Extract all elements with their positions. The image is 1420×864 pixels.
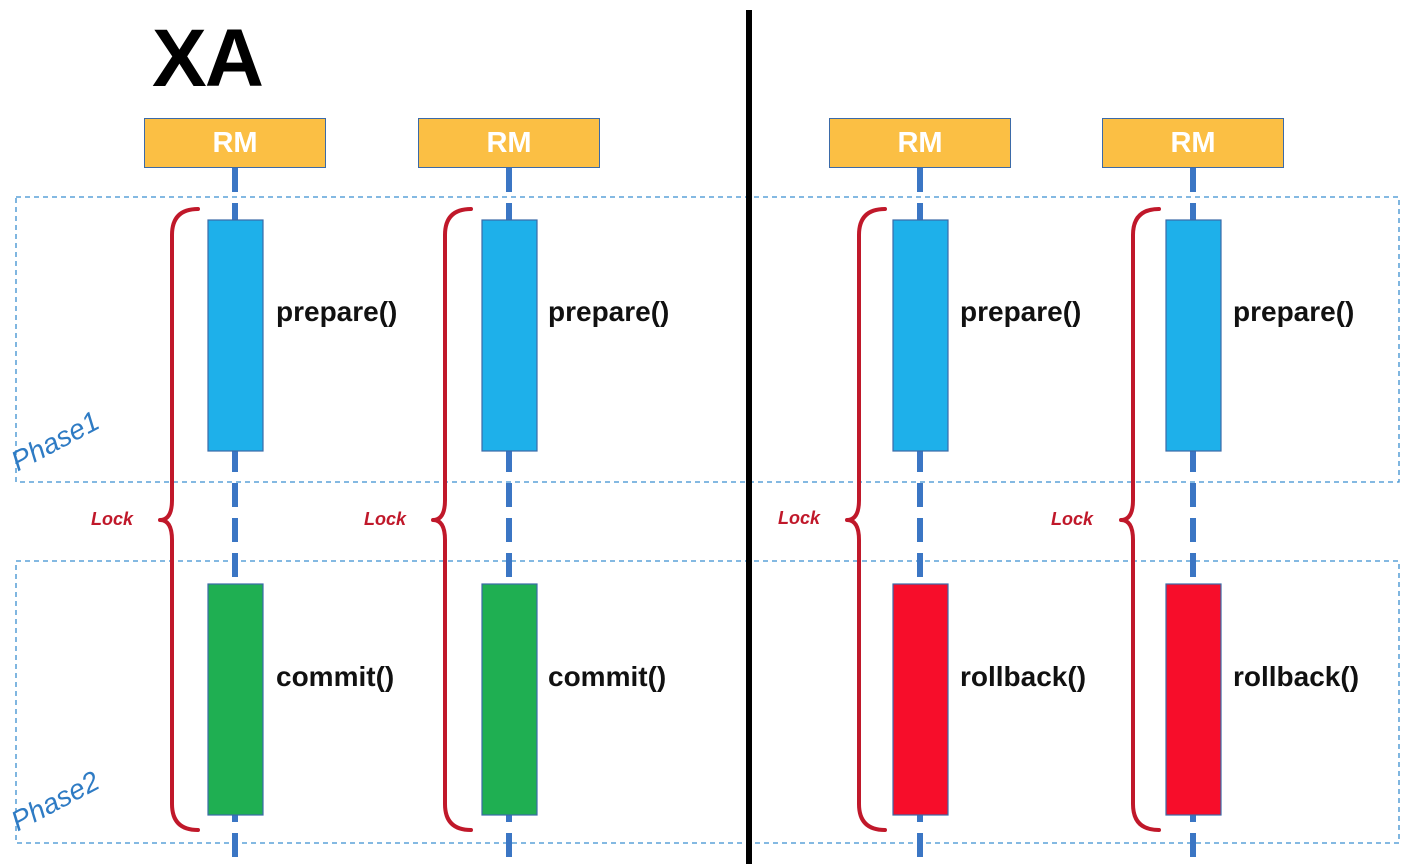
lock-label: Lock: [1051, 509, 1094, 529]
prepare-bar: [1165, 219, 1222, 452]
prepare-label: prepare(): [276, 296, 398, 327]
prepare-bar: [481, 219, 538, 452]
rollback-bar: [892, 583, 949, 816]
lock-brace: [431, 207, 473, 832]
prepare-label: prepare(): [548, 296, 670, 327]
phase1-region: [15, 196, 1400, 483]
commit-label: commit(): [276, 661, 395, 692]
rm-box: RM: [1102, 118, 1284, 168]
prepare-bar: [207, 219, 264, 452]
lock-label: Lock: [364, 509, 407, 529]
diagram-title: XA: [152, 13, 264, 104]
prepare-label: prepare(): [960, 296, 1082, 327]
rm-box: RM: [829, 118, 1011, 168]
lock-brace: [158, 207, 200, 832]
commit-bar: [481, 583, 538, 816]
phase2-region: [15, 560, 1400, 844]
lock-label: Lock: [91, 509, 134, 529]
prepare-label: prepare(): [1233, 296, 1355, 327]
lock-brace: [1119, 207, 1161, 832]
lock-brace: [845, 207, 887, 832]
rollback-label: rollback(): [960, 661, 1087, 692]
rm-box: RM: [144, 118, 326, 168]
commit-label: commit(): [548, 661, 667, 692]
rollback-label: rollback(): [1233, 661, 1360, 692]
prepare-bar: [892, 219, 949, 452]
lock-label: Lock: [778, 508, 821, 528]
rm-box: RM: [418, 118, 600, 168]
rollback-bar: [1165, 583, 1222, 816]
commit-bar: [207, 583, 264, 816]
columns-layer: [158, 168, 1222, 864]
